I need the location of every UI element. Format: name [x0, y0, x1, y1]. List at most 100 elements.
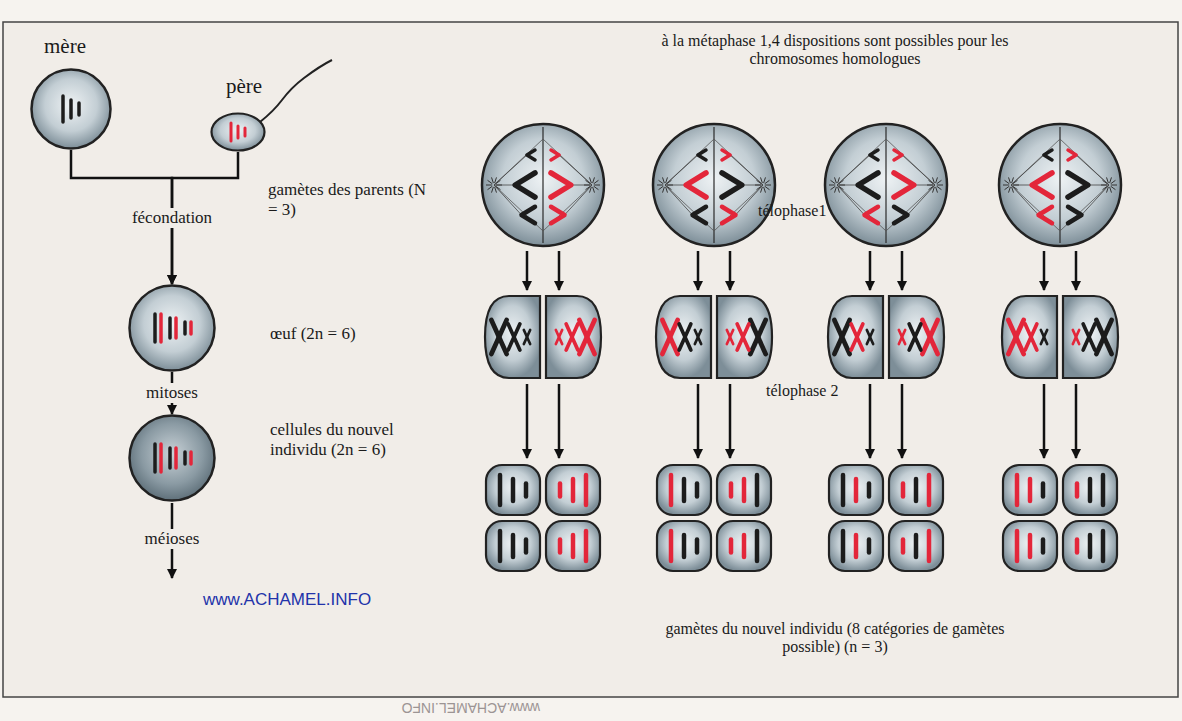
- chromosome: [737, 324, 749, 350]
- homologous-chromosome: [1068, 150, 1076, 160]
- chromatid: [669, 475, 674, 505]
- homologous-chromosome: [698, 150, 706, 160]
- chromatid: [901, 540, 906, 553]
- arrow: [526, 384, 529, 458]
- telophase-cell: [889, 296, 944, 378]
- aster-ray: [831, 180, 836, 184]
- spindle-fiber: [742, 185, 763, 186]
- chromatid: [914, 479, 919, 501]
- aster-ray: [590, 177, 592, 183]
- homologous-chromosome: [527, 150, 535, 160]
- gamete-cell: [717, 521, 771, 571]
- gamete-cell: [889, 521, 943, 571]
- aster-ray: [492, 177, 494, 183]
- chromatid: [755, 531, 760, 561]
- chromosome: [69, 100, 73, 118]
- chromatid: [498, 475, 503, 505]
- arrow: [697, 251, 700, 290]
- aster-ray: [594, 186, 599, 190]
- aster-ray: [1009, 187, 1011, 193]
- homologous-chromosome: [1039, 207, 1053, 224]
- spindle-fiber: [494, 185, 543, 231]
- chromosome: [556, 330, 562, 344]
- spindle-fiber: [837, 139, 886, 185]
- label-holder: www.ACHAMEL.INFO: [380, 700, 540, 716]
- equatorial-plate: [542, 127, 543, 243]
- homologous-chromosome: [722, 173, 742, 197]
- chromosome: [1096, 320, 1111, 354]
- cell-outline: [210, 112, 266, 152]
- label-holder: à la métaphase 1,4 dispositions sont pos…: [650, 32, 1020, 69]
- aster-ray: [488, 180, 493, 184]
- chromosome: [1041, 330, 1047, 344]
- arrow: [729, 384, 732, 458]
- spindle-fiber: [1088, 185, 1109, 186]
- chromatid: [695, 540, 700, 553]
- spindle-fiber: [543, 185, 592, 231]
- gamete-cell: [717, 465, 771, 515]
- homologous-chromosome: [722, 150, 730, 160]
- caption-note: gamètes du nouvel individu (8 catégories…: [650, 620, 1020, 657]
- chromosome: [1083, 324, 1095, 350]
- aster-ray: [593, 187, 595, 193]
- arrow: [869, 251, 872, 290]
- aster-ray: [829, 185, 835, 186]
- chromosome: [189, 452, 193, 464]
- aster-ray: [936, 177, 938, 183]
- chromosome: [174, 318, 178, 338]
- gamete-cell: [1003, 521, 1057, 571]
- chromosome: [1073, 330, 1079, 344]
- aster-ray: [1110, 177, 1112, 183]
- chromosome: [168, 318, 172, 338]
- telophase-cell: [546, 296, 601, 378]
- metaphase-cell: [653, 124, 775, 246]
- gamete-cell: [1003, 465, 1057, 515]
- aster-ray: [495, 177, 497, 183]
- spindle-fiber: [665, 185, 686, 186]
- homologous-chromosome: [693, 207, 707, 224]
- metaphase-cell: [999, 124, 1121, 246]
- chromosome: [579, 320, 594, 354]
- aster-ray: [1110, 187, 1112, 193]
- homologous-chromosome: [551, 150, 559, 160]
- chromosome: [727, 330, 733, 344]
- gamete-cell: [1063, 521, 1117, 571]
- homologous-chromosome: [894, 173, 914, 197]
- body-cell: cellules du nouvel individu (2n = 6): [128, 414, 216, 502]
- aster-ray: [835, 187, 837, 193]
- aster-ray: [492, 187, 494, 193]
- homologous-chromosome: [551, 173, 571, 197]
- chromosome: [153, 444, 157, 472]
- telophase-cell: [828, 296, 883, 378]
- chromatid: [1041, 484, 1046, 497]
- chromatid: [1015, 531, 1020, 561]
- watermark: www.ACHAMEL.INFO: [380, 700, 540, 716]
- spindle-fiber: [1011, 185, 1060, 231]
- chromatid: [511, 479, 516, 501]
- aster-ray: [933, 177, 935, 183]
- homologous-chromosome: [870, 150, 878, 160]
- chromatid: [854, 479, 859, 501]
- telophase-cell: [485, 296, 540, 378]
- phase-label: télophase 2: [766, 382, 876, 400]
- chromosome: [1008, 320, 1023, 354]
- aster-ray: [936, 187, 938, 193]
- aster-ray: [1003, 185, 1009, 186]
- spindle-fiber: [886, 139, 935, 185]
- chromosome: [508, 324, 520, 350]
- arrow: [901, 384, 904, 458]
- arrow: [1075, 384, 1078, 458]
- chromosome: [524, 330, 530, 344]
- egg-cell: œuf (2n = 6): [128, 284, 216, 372]
- chromosome: [899, 330, 905, 344]
- meiosis-series: [482, 124, 604, 571]
- ovule: mère: [30, 68, 112, 150]
- aster-ray: [835, 177, 837, 183]
- equatorial-plate: [885, 127, 886, 243]
- metaphase-cell: [482, 124, 604, 246]
- chromosome: [556, 330, 562, 344]
- aster-ray: [663, 187, 665, 193]
